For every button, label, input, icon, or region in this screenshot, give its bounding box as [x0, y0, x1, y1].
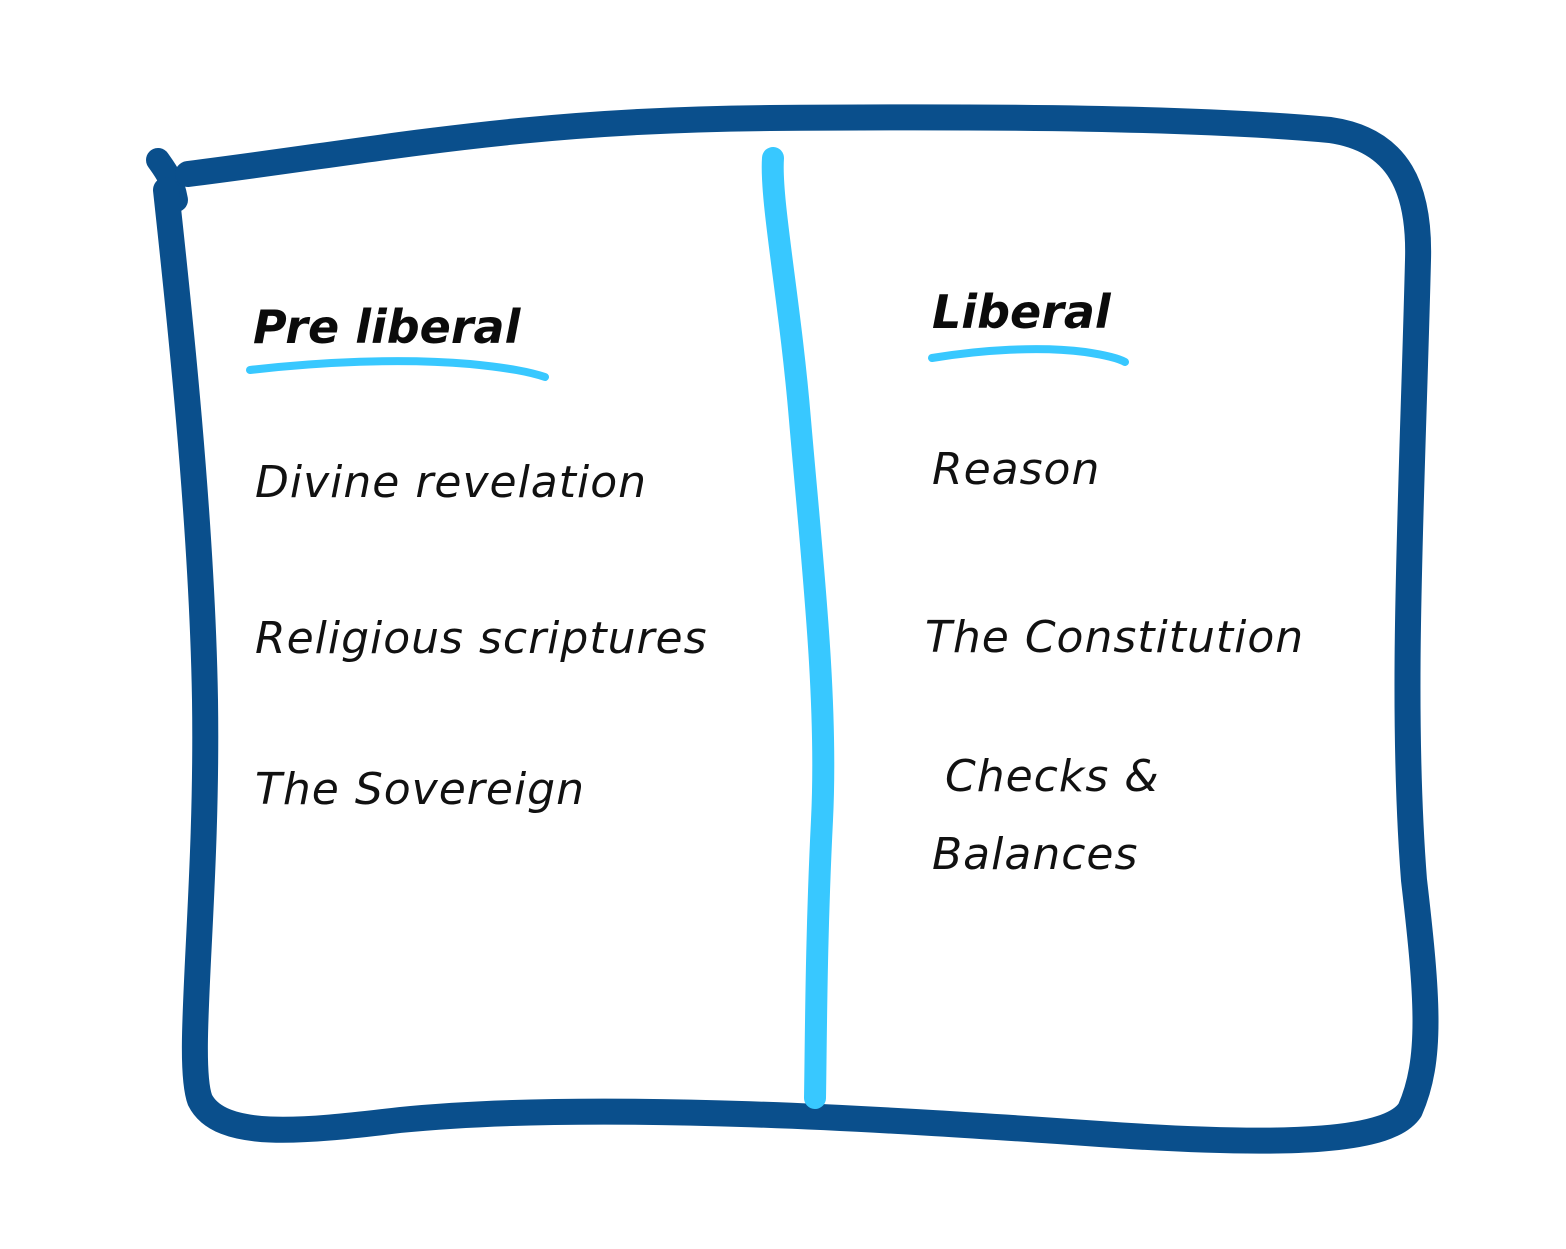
- column-divider: [761, 147, 835, 1109]
- right-heading-underline: [928, 345, 1129, 366]
- right-item-checks: Checks &: [945, 751, 1160, 802]
- right-item-the-constitution: The Constitution: [925, 612, 1305, 663]
- left-column-heading: Pre liberal: [253, 300, 521, 354]
- right-item-balances: Balances: [932, 829, 1139, 880]
- left-heading-underline: [246, 357, 549, 381]
- left-item-religious-scriptures: Religious scriptures: [255, 613, 708, 664]
- frame-border: [153, 104, 1439, 1154]
- left-item-the-sovereign: The Sovereign: [255, 764, 585, 815]
- left-item-divine-revelation: Divine revelation: [255, 457, 648, 508]
- right-item-reason: Reason: [932, 444, 1101, 495]
- right-column-heading: Liberal: [932, 285, 1111, 339]
